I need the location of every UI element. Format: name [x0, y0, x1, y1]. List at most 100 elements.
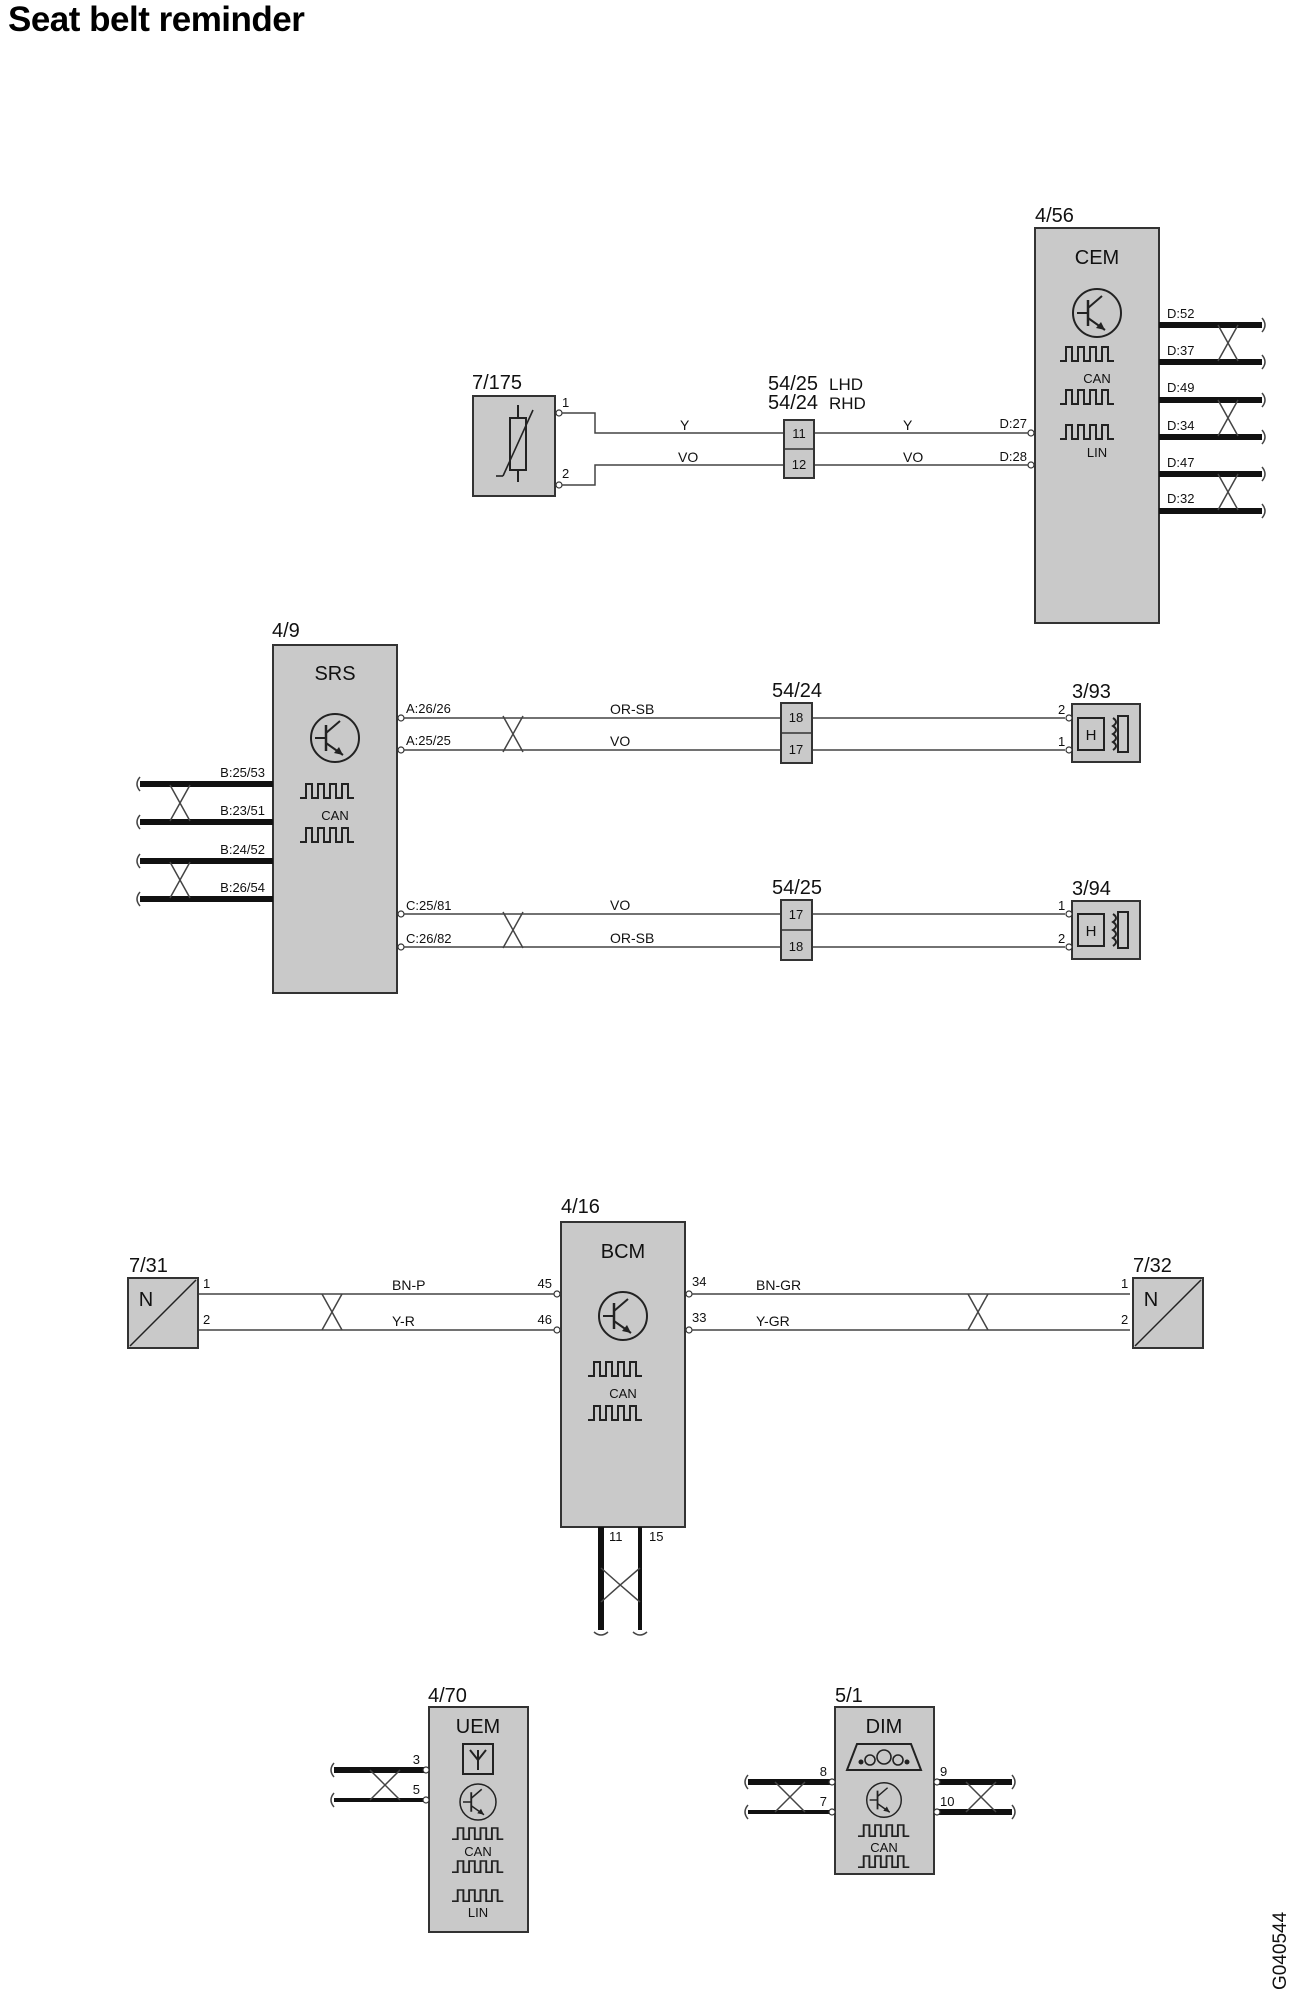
bcm-pin-34: 34	[692, 1274, 706, 1289]
sensor-7-175: 7/175 1 2	[472, 372, 569, 497]
dim-module: 5/1 DIM CAN 8 7 9 10	[744, 1685, 1016, 1875]
dim-pin-8: 8	[820, 1764, 827, 1779]
hall-sensor-icon: H	[1086, 923, 1097, 940]
uem-pin-3: 3	[413, 1752, 420, 1767]
bcm-name: BCM	[601, 1241, 645, 1263]
buckle-3-93-pin2: 2	[1058, 702, 1065, 717]
cem-pin-d32: D:32	[1167, 491, 1194, 506]
bcm-pin-46: 46	[538, 1312, 552, 1327]
cem-right-pins: D:52 D:37 D:49 D:34 D:47 D:32	[1159, 306, 1266, 519]
srs-module: 4/9 SRS CAN B:25/53 B:23/51 B:24/52 B:26…	[136, 620, 452, 994]
bcm-pin-15: 15	[649, 1529, 663, 1544]
uem-pin-5: 5	[413, 1782, 420, 1797]
bcm-pin-11: 11	[609, 1529, 623, 1544]
hall-sensor-icon: H	[1086, 727, 1097, 744]
wire-label-y-r: Y-R	[392, 1313, 415, 1329]
uem-name: UEM	[456, 1716, 500, 1738]
srs-pin-c2682: C:26/82	[406, 931, 452, 946]
dim-pin-7: 7	[820, 1794, 827, 1809]
connector-54-25-ref: 54/25	[768, 373, 818, 395]
buckle-switch-3-94: 3/94 1 2 H	[1058, 878, 1141, 960]
connector-54-24-pin18: 18	[789, 710, 803, 725]
buckle-3-94-pin1: 1	[1058, 898, 1065, 913]
connector-rhd-label: RHD	[829, 394, 866, 413]
connector-54-25: 54/25 17 18	[772, 877, 822, 961]
cem-pin-d28: D:28	[1000, 449, 1027, 464]
connector-pin-12: 12	[792, 457, 806, 472]
document-id: G040544	[1270, 1911, 1291, 1990]
cem-pin-d52: D:52	[1167, 306, 1194, 321]
sensor-7-175-pin2: 2	[562, 466, 569, 481]
connector-54-24: 54/24 18 17	[772, 680, 822, 764]
dim-pin-9: 9	[940, 1764, 947, 1779]
wire-label-y-gr: Y-GR	[756, 1313, 790, 1329]
connector-54-25-pin18: 18	[789, 939, 803, 954]
wire-label-or-sb-upper: OR-SB	[610, 701, 654, 717]
cem-name: CEM	[1075, 247, 1119, 269]
sensor-7-32-pin1: 1	[1121, 1276, 1128, 1291]
sensor-7-32: 7/32 N 1 2	[1121, 1255, 1204, 1349]
sensor-7-32-pin2: 2	[1121, 1312, 1128, 1327]
cem-pin-d37: D:37	[1167, 343, 1194, 358]
sensor-7-175-pin1: 1	[562, 395, 569, 410]
wire-label-bn-p: BN-P	[392, 1277, 425, 1293]
srs-pin-b2452: B:24/52	[220, 842, 265, 857]
buckle-3-94-pin2: 2	[1058, 931, 1065, 946]
cem-lin-label: LIN	[1087, 445, 1107, 460]
cem-module: 4/56 CEM CAN LIN D:52 D:37 D:49 D:34 D:4…	[1000, 205, 1266, 624]
cem-can-label: CAN	[1083, 371, 1110, 386]
connector-54-25-mid-ref: 54/25	[772, 877, 822, 899]
wire-label-or-sb-lower: OR-SB	[610, 930, 654, 946]
sensor-7-31-pin1: 1	[203, 1276, 210, 1291]
srs-can-label: CAN	[321, 808, 348, 823]
srs-name: SRS	[314, 663, 355, 685]
srs-pin-b2553: B:25/53	[220, 765, 265, 780]
cem-pin-d34: D:34	[1167, 418, 1194, 433]
srs-pin-b2351: B:23/51	[220, 803, 265, 818]
uem-ref: 4/70	[428, 1685, 467, 1707]
connector-54-25-pin17: 17	[789, 907, 803, 922]
bcm-pin-45: 45	[538, 1276, 552, 1291]
wire-label-vo-left: VO	[678, 449, 698, 465]
sensor-7-32-symbol: N	[1144, 1289, 1158, 1311]
dim-can-label: CAN	[870, 1840, 897, 1855]
dim-ref: 5/1	[835, 1685, 863, 1707]
dim-pin-10: 10	[940, 1794, 954, 1809]
antenna-icon	[462, 1743, 494, 1775]
bcm-pin-33: 33	[692, 1310, 706, 1325]
connector-54-24-ref: 54/24	[768, 392, 818, 414]
uem-can-label: CAN	[464, 1844, 491, 1859]
buckle-3-94-ref: 3/94	[1072, 878, 1111, 900]
connector-54-24-mid-ref: 54/24	[772, 680, 822, 702]
instrument-cluster-icon	[845, 1743, 923, 1771]
cem-pin-d27: D:27	[1000, 416, 1027, 431]
bcm-can-label: CAN	[609, 1386, 636, 1401]
wire-label-bn-gr: BN-GR	[756, 1277, 801, 1293]
buckle-3-93-pin1: 1	[1058, 734, 1065, 749]
cem-pin-d49: D:49	[1167, 380, 1194, 395]
srs-pin-a2626: A:26/26	[406, 701, 451, 716]
srs-pin-b2654: B:26/54	[220, 880, 265, 895]
sensor-7-32-ref: 7/32	[1133, 1255, 1172, 1277]
wire-label-vo-right: VO	[903, 449, 923, 465]
buckle-3-93-ref: 3/93	[1072, 681, 1111, 703]
uem-module: 4/70 UEM CAN LIN 3 5	[330, 1685, 529, 1933]
wire-label-vo-upper: VO	[610, 733, 630, 749]
connector-lhd-label: LHD	[829, 375, 863, 394]
cem-pin-d47: D:47	[1167, 455, 1194, 470]
bcm-module: 4/16 BCM CAN 45 46 34 33 11 15	[538, 1196, 706, 1636]
bcm-ref: 4/16	[561, 1196, 600, 1218]
wire-label-vo-lower: VO	[610, 897, 630, 913]
wire-label-y-right: Y	[903, 417, 913, 433]
connector-54-25-54-24: 54/25 LHD 54/24 RHD 11 12	[768, 373, 866, 479]
srs-pin-a2525: A:25/25	[406, 733, 451, 748]
wire-label-y-left: Y	[680, 417, 690, 433]
uem-lin-label: LIN	[468, 1905, 488, 1920]
buckle-switch-3-93: 3/93 2 1 H	[1058, 681, 1141, 763]
sensor-7-31-ref: 7/31	[129, 1255, 168, 1277]
dim-name: DIM	[866, 1716, 903, 1738]
sensor-7-31-symbol: N	[139, 1289, 153, 1311]
page-title: Seat belt reminder	[8, 0, 305, 39]
srs-pin-c2581: C:25/81	[406, 898, 452, 913]
